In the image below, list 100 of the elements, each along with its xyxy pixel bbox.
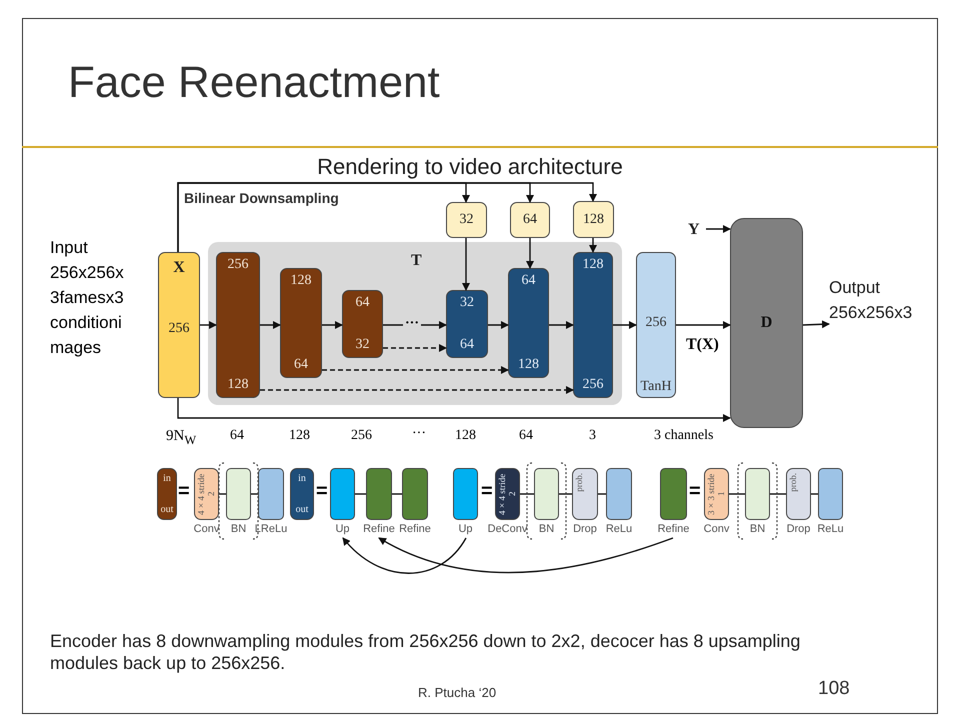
layer-block	[446, 290, 488, 358]
block-caption: Drop	[573, 523, 597, 535]
arrow	[462, 238, 470, 291]
block-caption: Refine	[399, 523, 431, 535]
skip-connection	[322, 366, 509, 374]
slide-title: Face Reenactment	[68, 58, 440, 108]
edge-label: Bilinear Downsampling	[184, 190, 339, 206]
block-caption: BN	[230, 523, 246, 535]
edge-label: T(X)	[686, 336, 719, 354]
arrow	[488, 321, 509, 329]
input-description: Input 256x256x 3famesx3 conditioni mages	[50, 237, 124, 359]
layer-label: 32	[356, 337, 370, 353]
panel-title: T	[411, 252, 422, 270]
block-caption: BN	[750, 523, 766, 535]
layer-label: 256	[582, 377, 604, 393]
arrow	[526, 238, 534, 269]
equals-sign: =	[178, 480, 190, 503]
block-caption: Refine	[363, 523, 395, 535]
layer-label: 64	[356, 295, 370, 311]
caption-text: Encoder has 8 downwampling modules from 256x256 down to 2x2, decocer has 8 upsampling modules back up to 256x256.	[50, 630, 802, 674]
block-caption: LReLu	[254, 523, 288, 535]
layer-block	[573, 201, 614, 238]
layer-label: Y	[688, 221, 700, 239]
layer-label: 256	[646, 315, 666, 331]
layer-label: out	[296, 504, 308, 515]
layer-label: out	[160, 504, 174, 515]
arrow	[378, 537, 674, 574]
equals-sign: =	[481, 480, 493, 503]
arrow	[706, 225, 731, 233]
channel-count: 64	[519, 428, 533, 444]
equals-sign: =	[689, 480, 701, 503]
block-caption: Conv	[704, 523, 730, 535]
layer-label: prob.	[788, 473, 799, 492]
generator-panel	[208, 242, 622, 405]
arrow	[200, 321, 217, 329]
layer-label: in	[163, 473, 171, 484]
layer-block	[216, 252, 260, 398]
layer-label: in	[298, 473, 306, 484]
layer-label: X	[173, 259, 185, 277]
arrow	[383, 321, 447, 329]
arrow	[177, 398, 731, 422]
layer-label: 128	[518, 357, 539, 373]
layer-label: 256	[168, 321, 190, 337]
layer-label: 128	[583, 212, 604, 228]
block-caption: BN	[538, 523, 554, 535]
layer-block	[342, 290, 383, 358]
ellipsis: ···	[412, 426, 426, 442]
equals-sign: =	[316, 480, 328, 503]
block-caption: Drop	[786, 523, 810, 535]
layer-block	[158, 252, 200, 398]
block-caption: Up	[458, 523, 473, 535]
author-credit: R. Ptucha ‘20	[418, 685, 496, 700]
layer-label: 64	[460, 337, 474, 353]
channel-count: 3 channels	[654, 428, 714, 444]
channel-count: 128	[455, 428, 476, 444]
layer-block	[636, 252, 676, 398]
layer-label: 4×4 stride 2	[496, 473, 518, 515]
layer-block	[508, 268, 549, 378]
arrow	[549, 321, 574, 329]
layer-label: 64	[522, 273, 536, 289]
layer-label: Output 256x256x3	[829, 277, 912, 324]
block-caption: Conv	[194, 523, 220, 535]
block-caption: ReLu	[817, 523, 844, 535]
layer-label: 128	[582, 257, 604, 273]
layer-block	[290, 468, 314, 520]
layer-label: 32	[460, 212, 474, 228]
layer-label: TanH	[640, 379, 672, 395]
layer-label: 64	[523, 212, 537, 228]
layer-label: 3×3 stride 1	[706, 473, 726, 515]
block-caption: Up	[335, 523, 350, 535]
layer-block	[730, 218, 803, 428]
arrow	[260, 321, 281, 329]
layer-label: 64	[294, 357, 308, 373]
arrow	[589, 238, 597, 253]
layer-label: 4×4 stride 2	[196, 473, 216, 515]
layer-block	[157, 468, 177, 520]
arrow	[322, 321, 343, 329]
block-caption: ReLu	[606, 523, 632, 535]
layer-label: 32	[460, 295, 474, 311]
subtitle: Rendering to video architecture	[316, 154, 624, 180]
channel-count: 9N$_{W}$	[166, 428, 196, 448]
layer-label: 128	[290, 273, 312, 289]
skip-connection	[383, 344, 447, 352]
layer-block	[446, 202, 487, 238]
channel-count: 256	[351, 428, 372, 444]
arrow	[676, 321, 731, 329]
skip-connection	[260, 386, 574, 394]
channel-count: 3	[589, 428, 596, 444]
layer-label: prob.	[574, 473, 585, 492]
layer-block	[573, 252, 613, 398]
arrow	[342, 537, 467, 574]
layer-label: 128	[228, 377, 248, 393]
channel-count: 64	[230, 428, 244, 444]
block-caption: Refine	[658, 523, 690, 535]
layer-label: 256	[228, 257, 248, 273]
channel-count: 128	[289, 428, 310, 444]
page-number: 108	[818, 678, 850, 700]
block-caption: DeConv	[488, 523, 528, 535]
layer-block	[510, 202, 550, 238]
arrow	[613, 321, 637, 329]
